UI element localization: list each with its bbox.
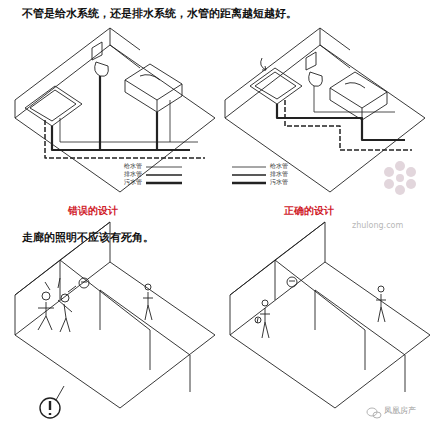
logo-petal (384, 167, 394, 177)
wall-edge (15, 28, 140, 118)
wall-top (230, 222, 325, 295)
corridor-correct (230, 222, 430, 408)
impact-lines (45, 278, 76, 292)
legend-text: 排水管 (124, 171, 142, 178)
drain-pipe (52, 76, 190, 150)
floor-outline (15, 262, 215, 408)
watermark: 凤凰房产 (384, 407, 416, 416)
logo-petal (406, 179, 416, 189)
corridor-wrong (15, 222, 215, 418)
verdict-label: 正确的设计 (284, 206, 334, 216)
bathtub (250, 68, 302, 104)
warning-mark (49, 401, 51, 415)
person-crash (58, 294, 72, 332)
icon-bubble (373, 412, 381, 418)
corridor-wall (15, 222, 190, 392)
legend-line-sample (232, 182, 266, 184)
verdict-label: 错误的设计 (68, 206, 118, 216)
logo-petal (395, 185, 405, 195)
person (376, 286, 386, 322)
pointer-arrow (261, 58, 266, 70)
person (260, 300, 270, 338)
plumbing-wrong (15, 28, 215, 192)
sink-cabinet (125, 64, 182, 112)
logo-petal (396, 174, 404, 182)
legend-text: 污水管 (124, 179, 142, 186)
bathtub (25, 86, 82, 126)
legend-text: 给水管 (270, 163, 288, 170)
person-crash (38, 292, 54, 330)
watermark-logo (384, 161, 416, 195)
watermark: zhulong.com (352, 222, 403, 231)
legend-line-sample (146, 174, 182, 176)
person (143, 284, 153, 320)
heading: 走廊的照明不应该有死角。 (22, 232, 154, 244)
legend-line-sample (146, 182, 182, 184)
legend-line-sample (232, 167, 266, 168)
light-fixture (255, 317, 261, 323)
corridor-wall (230, 222, 405, 392)
logo-petal (395, 161, 405, 171)
floor-outline (230, 262, 430, 408)
logo-petal (406, 167, 416, 177)
wall-edge (225, 28, 350, 118)
drain-pipe (277, 104, 405, 140)
light-fixture (287, 277, 297, 287)
logo-petal (384, 179, 394, 189)
legend-line-sample (146, 167, 182, 168)
plumbing-correct (225, 28, 425, 192)
legend-text: 给水管 (124, 163, 142, 170)
water-pipe (60, 100, 198, 142)
toilet (306, 52, 322, 86)
warning-circle (40, 398, 60, 418)
floor-outline (225, 45, 425, 192)
wechat-icon (367, 408, 381, 418)
sewage-pipe (45, 120, 205, 158)
leader-line (56, 386, 64, 400)
legend-line-sample (232, 174, 266, 176)
water-pipe (314, 86, 395, 112)
sink-cabinet (330, 72, 387, 120)
toilet (92, 42, 108, 76)
legend-text: 排水管 (270, 171, 288, 178)
floor-outline (15, 45, 215, 192)
legend-text: 污水管 (270, 179, 288, 186)
light-fixture (79, 278, 89, 288)
heading: 不管是给水系统，还是排水系统，水管的距离越短越好。 (22, 8, 297, 20)
sewage-pipe (285, 100, 412, 150)
